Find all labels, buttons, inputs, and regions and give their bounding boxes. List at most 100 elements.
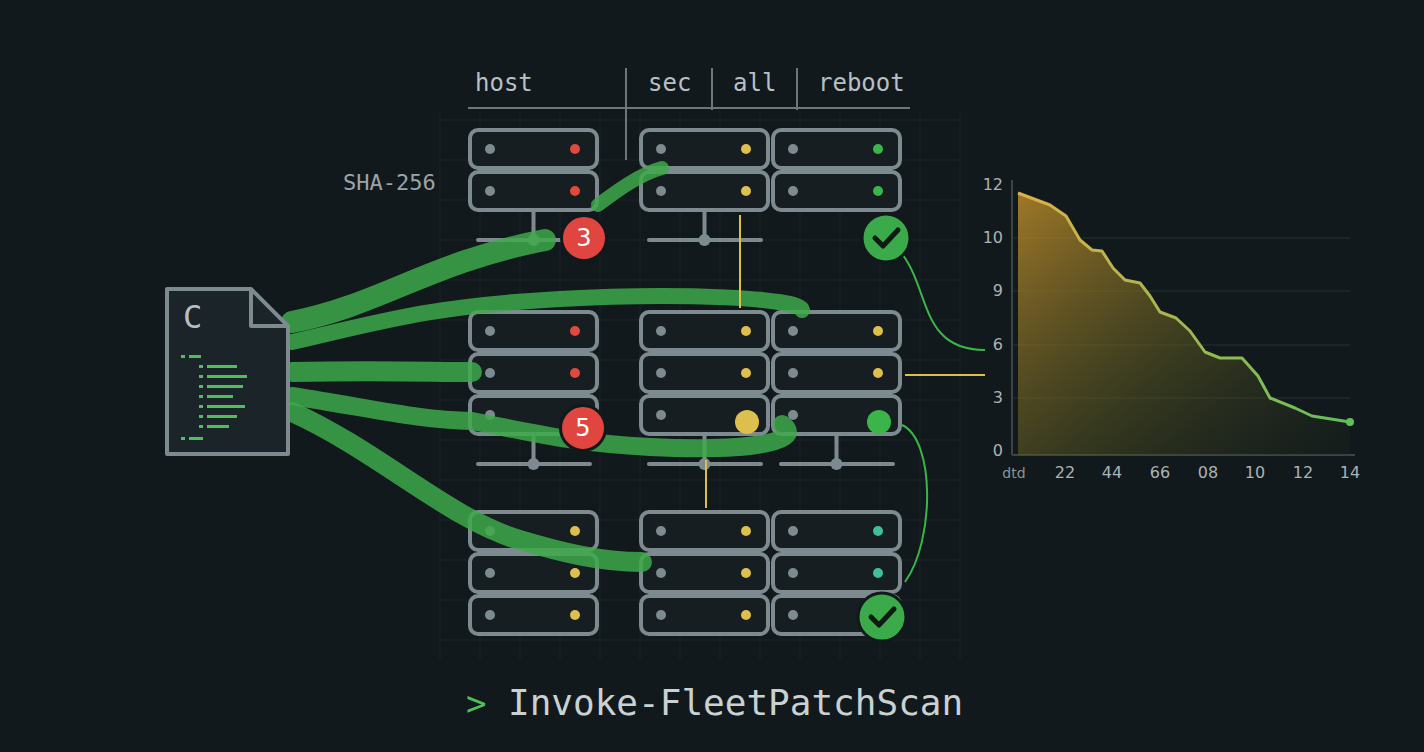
- status-led: [656, 568, 666, 578]
- status-led: [788, 144, 798, 154]
- file-body: [167, 289, 288, 454]
- server-unit: [773, 312, 900, 350]
- grid-line: [920, 110, 921, 660]
- status-led: [788, 568, 798, 578]
- callout-number: 3: [576, 224, 591, 252]
- leader-line: [739, 215, 741, 308]
- hash-label: SHA-256: [343, 172, 436, 194]
- status-led: [873, 186, 883, 196]
- axis-tick: 08: [1198, 465, 1218, 481]
- status-led: [741, 568, 751, 578]
- code-line: [189, 437, 203, 440]
- status-led: [873, 368, 883, 378]
- status-led: [735, 410, 759, 434]
- code-line: [207, 385, 243, 388]
- grid-line: [440, 480, 960, 481]
- leader-line: [705, 460, 707, 508]
- server-unit: [773, 354, 900, 392]
- chart-line: [1018, 193, 1350, 422]
- prompt-symbol: >: [466, 686, 486, 720]
- axis-tick: 9: [993, 283, 1003, 299]
- status-led: [656, 186, 666, 196]
- chart-end-dot: [1346, 418, 1354, 426]
- status-led: [741, 326, 751, 336]
- server-unit: [641, 512, 768, 550]
- status-led: [873, 144, 883, 154]
- server-unit: [641, 312, 768, 350]
- status-led: [867, 410, 891, 434]
- status-led: [656, 326, 666, 336]
- code-line: [207, 365, 237, 368]
- grid-line: [600, 110, 601, 660]
- code-line: [181, 437, 185, 440]
- source-file-icon: C: [163, 285, 292, 458]
- status-led: [873, 326, 883, 336]
- axis-tick: 14: [1340, 465, 1360, 481]
- server-icon: [641, 512, 768, 634]
- axis-tick: 12: [983, 177, 1003, 193]
- server-unit: [641, 554, 768, 592]
- file-dog-ear: [251, 289, 288, 326]
- axis-tick: 6: [993, 337, 1003, 353]
- status-led: [485, 610, 495, 620]
- check-badge: [858, 593, 906, 641]
- server-base-dot: [528, 458, 540, 470]
- status-led: [788, 526, 798, 536]
- count-badge: 3: [560, 214, 608, 262]
- server-unit: [641, 172, 768, 210]
- code-line: [207, 395, 233, 398]
- status-led: [485, 568, 495, 578]
- status-led: [741, 526, 751, 536]
- axis-tick: 22: [1055, 465, 1075, 481]
- command-caption: Invoke-FleetPatchScan: [508, 685, 963, 721]
- status-led: [741, 186, 751, 196]
- status-led: [656, 410, 666, 420]
- grid-line: [440, 120, 960, 121]
- axis-tick: 12: [1293, 465, 1313, 481]
- status-led: [485, 144, 495, 154]
- file-outline: [163, 285, 292, 458]
- code-line: [199, 375, 203, 378]
- status-led: [741, 368, 751, 378]
- status-led: [656, 144, 666, 154]
- server-base-dot: [699, 234, 711, 246]
- status-led: [570, 368, 580, 378]
- check-mark: [871, 609, 894, 625]
- status-led: [788, 368, 798, 378]
- table-rule: [796, 68, 798, 110]
- status-led: [788, 610, 798, 620]
- status-led: [656, 368, 666, 378]
- code-line: [181, 355, 185, 358]
- table-rule: [468, 107, 910, 109]
- status-led: [570, 610, 580, 620]
- column-header: host: [475, 71, 533, 95]
- status-led: [570, 326, 580, 336]
- data-ribbon: [292, 396, 788, 448]
- status-led: [741, 144, 751, 154]
- server-icon: [773, 130, 900, 210]
- check-badge: [862, 214, 910, 262]
- status-led: [570, 526, 580, 536]
- code-line: [207, 375, 247, 378]
- server-unit: [470, 596, 597, 634]
- server-icon: [641, 130, 768, 246]
- code-line: [199, 415, 203, 418]
- chart-area: [1018, 193, 1350, 455]
- server-base-dot: [831, 458, 843, 470]
- data-ribbon: [598, 168, 662, 205]
- status-led: [741, 610, 751, 620]
- grid-line: [440, 280, 960, 281]
- server-unit: [773, 172, 900, 210]
- status-led: [570, 568, 580, 578]
- status-led: [873, 568, 883, 578]
- grid-line: [960, 110, 961, 660]
- status-led: [873, 526, 883, 536]
- server-unit: [470, 312, 597, 350]
- code-line: [199, 365, 203, 368]
- data-ribbon: [292, 412, 642, 562]
- chart-axis: [1011, 180, 1013, 455]
- status-led: [656, 610, 666, 620]
- code-line: [189, 355, 201, 358]
- axis-tick: 44: [1102, 465, 1122, 481]
